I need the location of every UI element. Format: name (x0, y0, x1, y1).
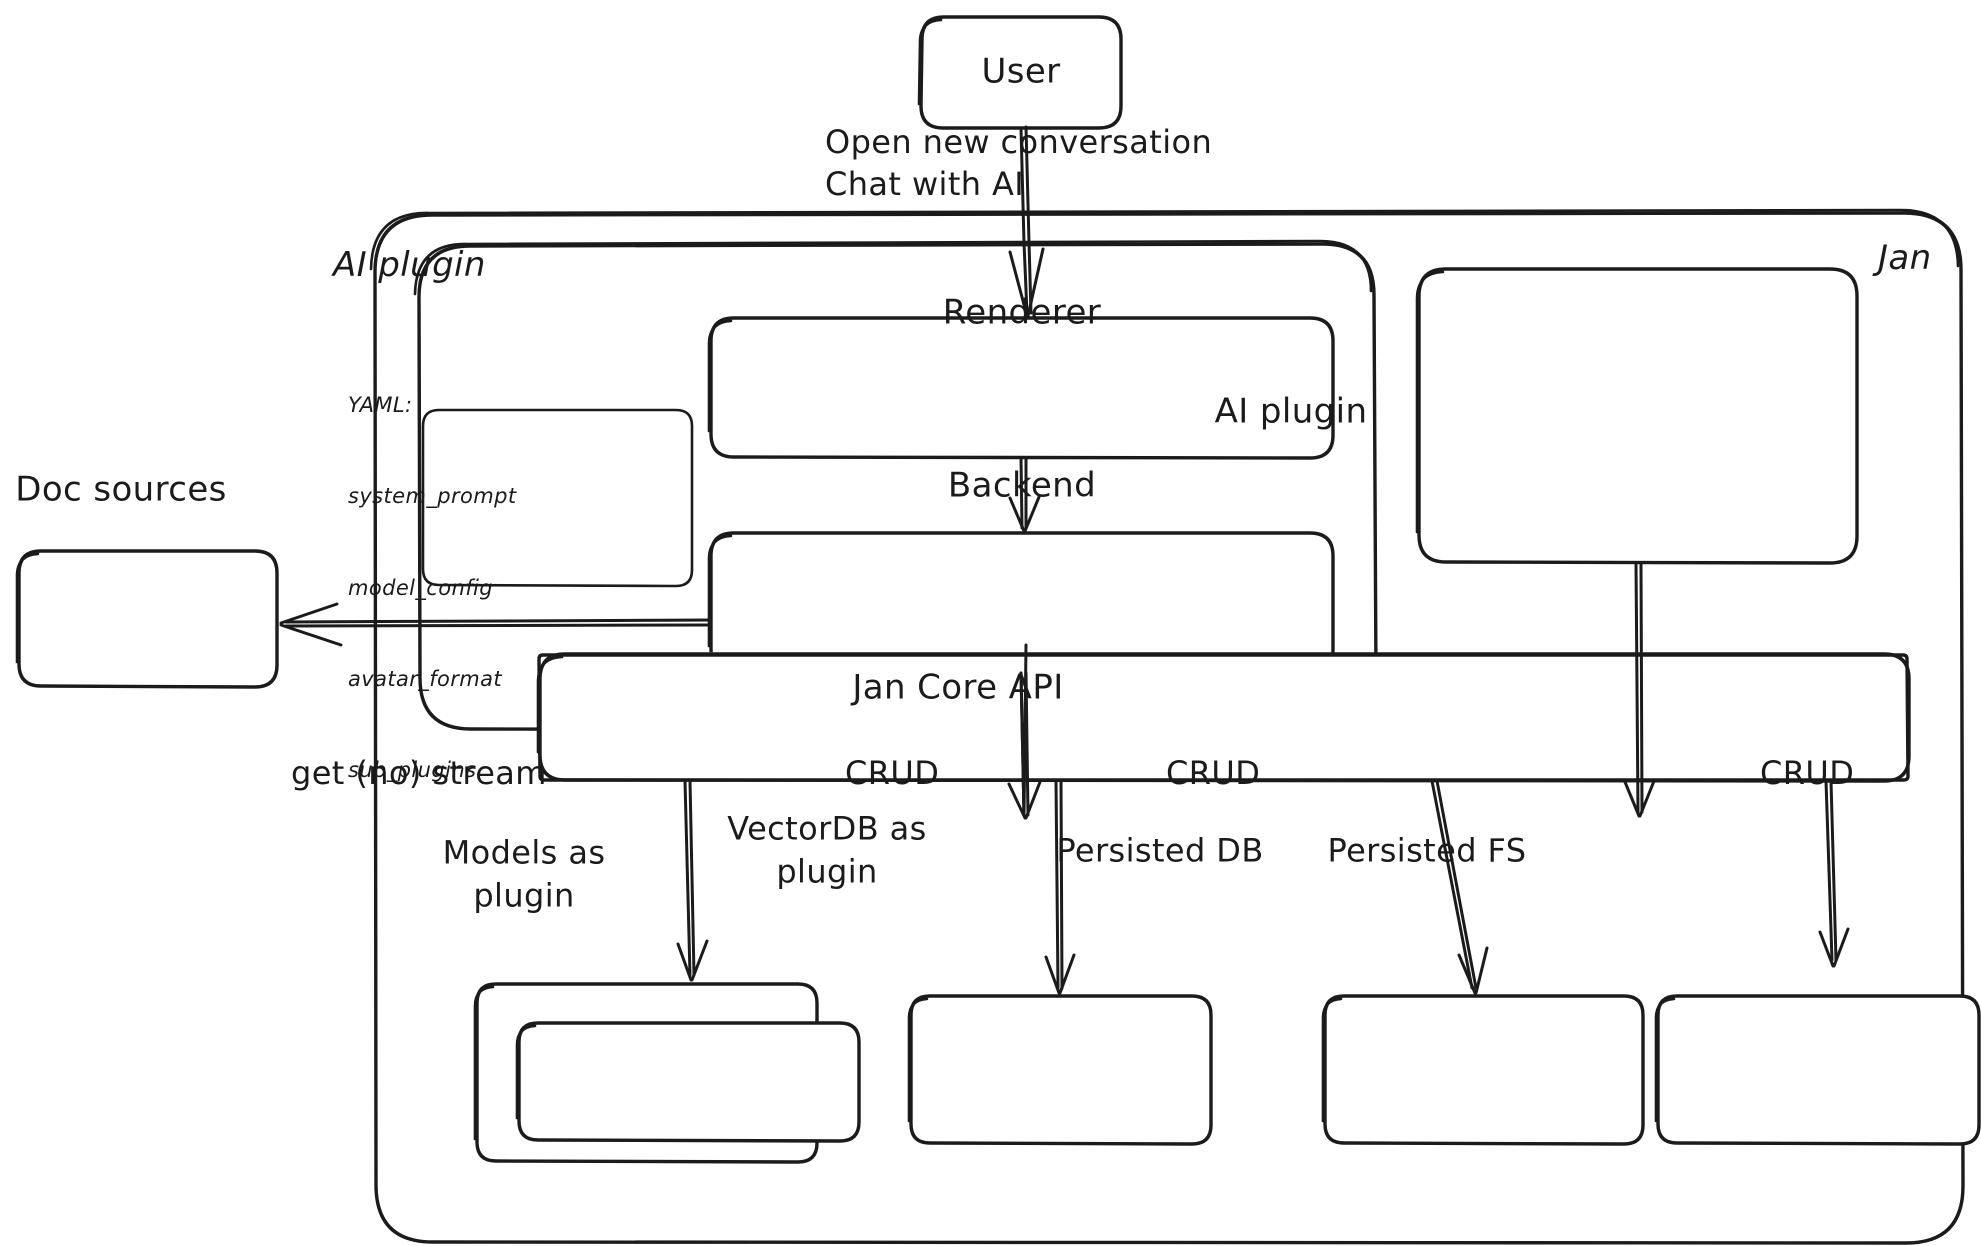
node-yaml-key-sub-plugins: sub_plugins (348, 758, 477, 783)
node-user-label: User (981, 51, 1061, 92)
node-yaml-key-system-prompt: system_prompt (348, 484, 517, 509)
node-models-as-plugin (473, 982, 861, 1164)
node-yaml-key-avatar-format: avatar_format (348, 666, 503, 691)
edge-user-to-renderer-label-line2: Chat with AI (825, 165, 1025, 203)
node-doc-sources (15, 549, 279, 689)
node-persisted-db-label: Persisted DB (1056, 831, 1264, 870)
node-user (917, 15, 1123, 130)
node-vectordb-as-plugin-label-line2: plugin (776, 852, 878, 891)
edge-ai-plugin-to-core (1623, 561, 1656, 818)
edge-core-to-persisted-db (1430, 779, 1489, 995)
edge-core-to-vectordb (1044, 779, 1076, 995)
container-ai-plugin-group-label: AI plugin (333, 245, 486, 285)
edge-backend-to-doc-sources (279, 602, 713, 647)
node-models-as-plugin-label-line1: Models as (442, 833, 606, 872)
edge-core-to-models-label: get (no) stream (291, 754, 547, 792)
container-jan-label: Jan (1878, 238, 1932, 278)
edge-user-to-renderer (1008, 125, 1045, 318)
edge-renderer-to-backend (1008, 456, 1041, 533)
node-persisted-fs (1654, 994, 1981, 1146)
node-persisted-fs-label: Persisted FS (1327, 831, 1527, 870)
edge-user-to-renderer-label-line1: Open new conversation (825, 123, 1213, 161)
node-backend-label: Backend (947, 465, 1097, 506)
edge-core-to-vectordb-label: CRUD (845, 754, 940, 792)
node-persisted-db (1321, 994, 1645, 1146)
node-jan-core-api-label: Jan Core API (852, 667, 1064, 708)
node-yaml-header: YAML: (348, 392, 413, 417)
node-yaml-key-model-config: model_config (348, 575, 493, 600)
node-renderer (707, 316, 1335, 460)
node-ai-plugin-label: AI plugin (1214, 391, 1368, 432)
node-yaml-content: YAML: system_prompt model_config avatar_… (348, 329, 516, 846)
edge-core-to-persisted-fs (1818, 779, 1850, 968)
node-yaml (421, 408, 694, 588)
node-vectordb-as-plugin (907, 994, 1213, 1146)
edge-core-to-models (676, 779, 709, 982)
node-backend (707, 531, 1335, 675)
node-doc-sources-label: Doc sources (15, 469, 227, 510)
edge-backend-to-core (1007, 643, 1042, 820)
node-vectordb-as-plugin-label-line1: VectorDB as (727, 809, 927, 848)
node-jan-core-api (536, 652, 1911, 783)
node-ai-plugin (1415, 267, 1859, 565)
edge-core-to-persisted-fs-label: CRUD (1760, 754, 1855, 792)
edge-core-to-persisted-db-label: CRUD (1166, 754, 1261, 792)
node-models-as-plugin-label-line2: plugin (473, 876, 575, 915)
node-renderer-label: Renderer (942, 292, 1102, 333)
